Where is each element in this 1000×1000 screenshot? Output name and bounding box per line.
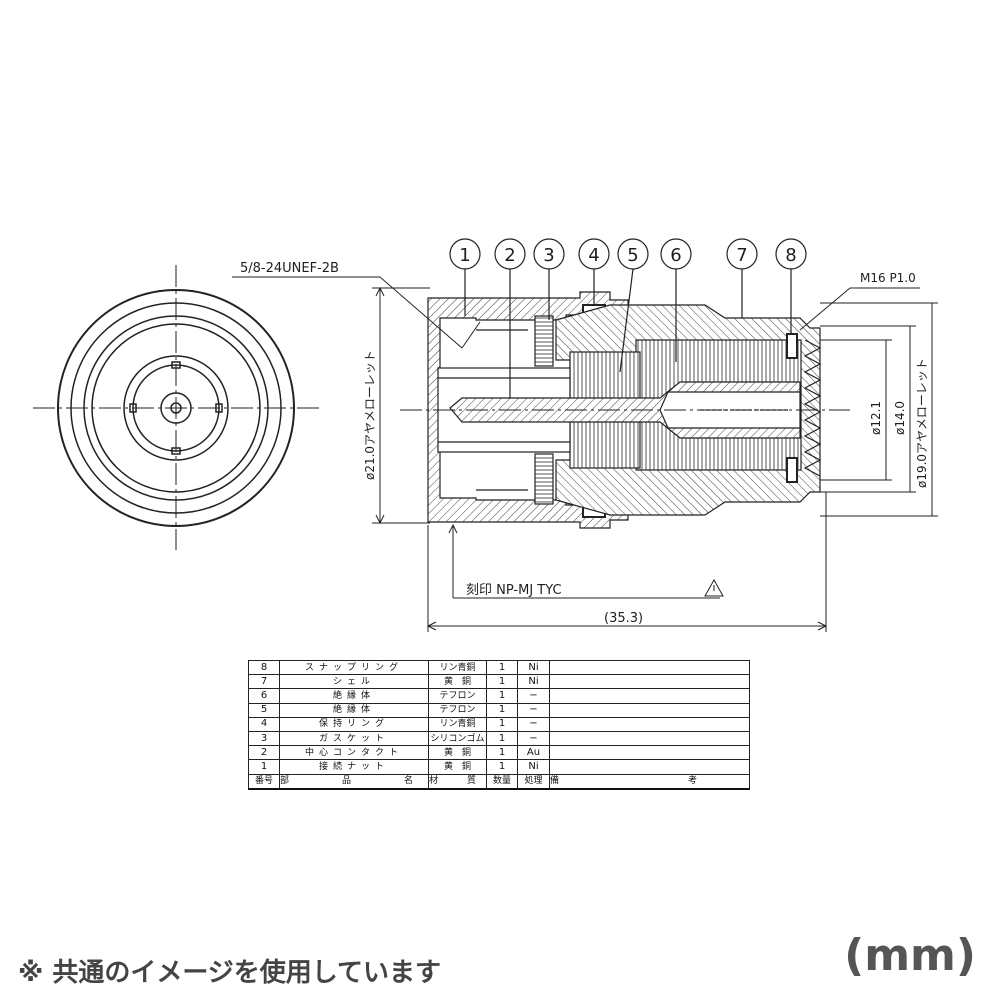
front-view: [33, 265, 320, 550]
header-qty: 数量: [486, 773, 518, 790]
row-qty: 1: [486, 716, 518, 732]
row-name: 中心コンタクト: [279, 745, 429, 761]
dim-14: ø14.0: [893, 401, 907, 435]
part-balloons: [449, 238, 807, 398]
row-material: 黄 銅: [428, 674, 487, 690]
table-row: 3 ガスケット シリコンゴム 1 −: [248, 730, 750, 747]
row-material: テフロン: [428, 702, 487, 718]
row-remarks: [549, 659, 750, 676]
row-remarks: [549, 730, 750, 747]
balloon-1: 1: [459, 245, 470, 266]
row-no: 5: [248, 702, 280, 718]
row-finish: −: [517, 702, 550, 718]
thread-label: 5/8-24UNEF-2B: [240, 261, 339, 276]
row-name: シェル: [279, 674, 429, 690]
row-finish: −: [517, 716, 550, 732]
length-label: (35.3): [604, 611, 643, 626]
row-qty: 1: [486, 730, 518, 747]
header-material: 材 質: [428, 773, 487, 790]
row-qty: 1: [486, 688, 518, 704]
header-name: 部 品 名: [279, 773, 429, 790]
row-no: 7: [248, 674, 280, 690]
footer-note: ※ 共通のイメージを使用しています: [18, 958, 442, 988]
table-row: 1 接続ナット 黄 銅 1 Ni: [248, 759, 750, 775]
engraving-label: 刻印 NP-MJ TYC: [466, 583, 562, 598]
header-no: 番号: [248, 773, 280, 790]
row-material: リン青銅: [428, 659, 487, 676]
row-qty: 1: [486, 674, 518, 690]
balloon-3: 3: [543, 245, 554, 266]
table-header: 番号 部 品 名 材 質 数量 処理 備 考: [248, 773, 750, 790]
balloon-4: 4: [588, 245, 599, 266]
row-material: シリコンゴム: [428, 730, 487, 747]
row-finish: Ni: [517, 674, 550, 690]
row-material: テフロン: [428, 688, 487, 704]
row-name: 保持リング: [279, 716, 429, 732]
balloon-8: 8: [785, 245, 796, 266]
row-no: 2: [248, 745, 280, 761]
row-finish: Ni: [517, 659, 550, 676]
row-remarks: [549, 759, 750, 775]
table-row: 6 絶縁体 テフロン 1 −: [248, 688, 750, 704]
section-view: [400, 291, 850, 529]
table-row: 4 保持リング リン青銅 1 −: [248, 716, 750, 732]
table-row: 7 シェル 黄 銅 1 Ni: [248, 674, 750, 690]
row-finish: Au: [517, 745, 550, 761]
row-finish: −: [517, 730, 550, 747]
row-remarks: [549, 702, 750, 718]
row-finish: Ni: [517, 759, 550, 775]
connector-drawing: 1 2 3 4 5 6 7 8 5/8-24UNEF-2B M16 P1.0 ø…: [33, 238, 938, 632]
row-remarks: [549, 674, 750, 690]
unit-label: (mm): [844, 930, 976, 981]
row-name: 接続ナット: [279, 759, 429, 775]
dim-19: ø19.0アヤメローレット: [915, 358, 929, 488]
row-no: 3: [248, 730, 280, 747]
parts-body: 8 スナップリング リン青銅 1 Ni 7 シェル 黄 銅 1 Ni 6 絶縁体…: [248, 659, 750, 790]
header-remarks: 備 考: [549, 773, 750, 790]
row-material: 黄 銅: [428, 745, 487, 761]
row-remarks: [549, 716, 750, 732]
table-row: 5 絶縁体 テフロン 1 −: [248, 702, 750, 718]
thread-label-right: M16 P1.0: [860, 271, 916, 285]
balloon-labels: 1 2 3 4 5 6 7 8: [459, 245, 796, 266]
row-material: 黄 銅: [428, 759, 487, 775]
dim-outer-left: ø21.0アヤメローレット: [363, 350, 377, 480]
table-row: 2 中心コンタクト 黄 銅 1 Au: [248, 745, 750, 761]
row-material: リン青銅: [428, 716, 487, 732]
row-no: 6: [248, 688, 280, 704]
row-no: 8: [248, 659, 280, 676]
balloon-2: 2: [504, 245, 515, 266]
parts-table: 8 スナップリング リン青銅 1 Ni 7 シェル 黄 銅 1 Ni 6 絶縁体…: [248, 659, 750, 790]
row-finish: −: [517, 688, 550, 704]
row-remarks: [549, 745, 750, 761]
row-qty: 1: [486, 745, 518, 761]
row-name: 絶縁体: [279, 688, 429, 704]
row-qty: 1: [486, 759, 518, 775]
row-name: ガスケット: [279, 730, 429, 747]
table-row: 8 スナップリング リン青銅 1 Ni: [248, 659, 750, 676]
balloon-7: 7: [736, 245, 747, 266]
row-qty: 1: [486, 702, 518, 718]
row-remarks: [549, 688, 750, 704]
balloon-5: 5: [627, 245, 638, 266]
dimensions: [232, 276, 938, 632]
row-no: 1: [248, 759, 280, 775]
row-name: 絶縁体: [279, 702, 429, 718]
row-qty: 1: [486, 659, 518, 676]
balloon-6: 6: [670, 245, 681, 266]
row-name: スナップリング: [279, 659, 429, 676]
header-finish: 処理: [517, 773, 550, 790]
row-no: 4: [248, 716, 280, 732]
dim-12: ø12.1: [869, 401, 883, 435]
